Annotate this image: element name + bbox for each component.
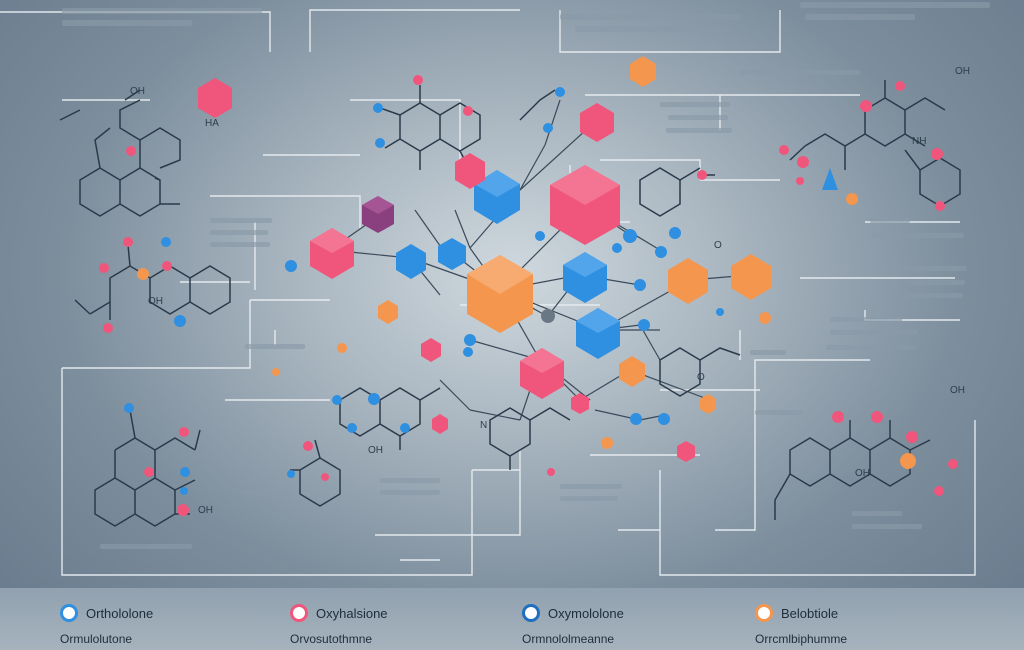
blue-hexagon-left	[396, 244, 426, 279]
legend-circle-icon	[290, 604, 308, 622]
blue-hexagon-center	[563, 252, 607, 303]
atom-label-oh-right: OH	[955, 66, 970, 77]
atom-label-ha: HA	[205, 118, 219, 129]
pink-hexagon-top-right	[580, 103, 614, 142]
orange-hexagon-top	[630, 56, 656, 87]
legend-sub-2: Orvosutothmne	[290, 632, 373, 646]
legend-item-3: Oxymololone	[522, 602, 624, 624]
faint-label-bars	[62, 2, 990, 549]
legend-sub-1: Ormulolutone	[60, 632, 133, 646]
atom-spheres	[99, 75, 958, 516]
atom-label-o-lower: O	[697, 372, 705, 383]
pink-hexagon-small-top	[455, 153, 485, 189]
pink-hexagon-tiny-b	[571, 393, 589, 414]
legend-item-4: Belobtiole	[755, 602, 838, 624]
pink-hexagon-left	[310, 228, 354, 279]
orange-hexagon-small	[619, 356, 645, 387]
pink-hexagon-upper-left	[198, 78, 232, 118]
legend-name: Belobtiole	[781, 605, 839, 621]
atom-label-o-center: O	[714, 240, 722, 251]
blue-hexagon-small	[438, 238, 466, 270]
legend-name: Orthololone	[86, 605, 154, 621]
orange-hexagon-tiny	[700, 394, 716, 414]
pink-hexagon-tiny-d	[432, 414, 448, 434]
orange-hexagon-center	[467, 255, 533, 333]
blue-hexagon-top	[474, 170, 520, 224]
legend-circle-icon	[755, 604, 773, 622]
hexagon-nodes	[198, 56, 838, 462]
legend-item-1: Orthololone	[60, 602, 153, 624]
pink-hexagon-tiny-a	[421, 338, 441, 362]
orange-hexagon-right-b	[731, 254, 771, 300]
purple-hexagon	[362, 196, 394, 233]
atom-label-oh-mid: OH	[148, 296, 163, 307]
legend-circle-icon	[522, 604, 540, 622]
atom-label-oh-left: OH	[130, 86, 145, 97]
orange-hexagon-left-small	[378, 300, 398, 324]
blue-cone-right	[822, 168, 838, 190]
atom-label-oh-lower-right: OH	[855, 468, 870, 479]
legend-name: Oxyhalsione	[316, 605, 388, 621]
pink-hexagon-tiny-c	[677, 441, 695, 462]
blue-hexagon-lower	[576, 308, 620, 359]
atom-label-oh-bottom: OH	[198, 505, 213, 516]
legend-name: Oxymololone	[548, 605, 624, 621]
legend-item-2: Oxyhalsione	[290, 602, 388, 624]
atom-label-oh-far-right: OH	[950, 385, 965, 396]
legend-band	[0, 588, 1024, 650]
atom-label-n: N	[480, 420, 488, 431]
atom-label-nh: NH	[912, 136, 927, 147]
legend-sub-4: Orrcmlbiphumme	[755, 632, 848, 646]
orange-hexagon-right-a	[668, 258, 708, 304]
legend-sub-3: Ormnololmeanne	[522, 632, 615, 646]
atom-label-oh-lower-mid: OH	[368, 445, 383, 456]
legend-circle-icon	[60, 604, 78, 622]
pink-hexagon-lower	[520, 348, 564, 399]
pink-hexagon-large	[550, 165, 620, 245]
